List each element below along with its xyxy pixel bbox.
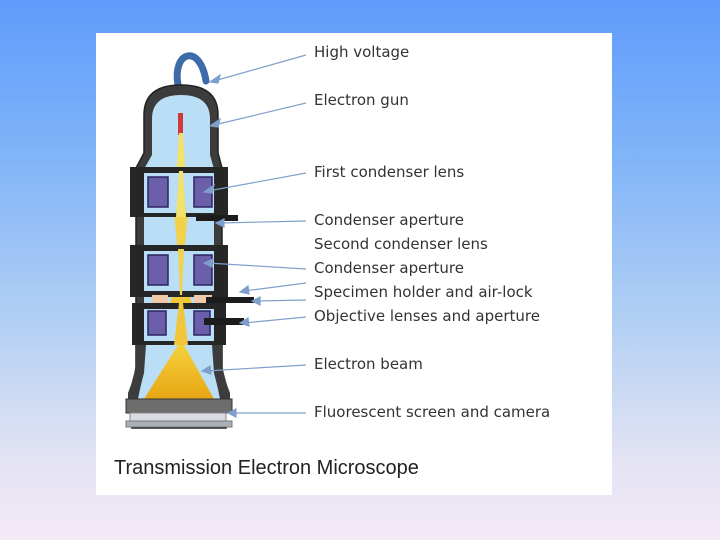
leader-lines	[200, 54, 307, 418]
objective-coil-left	[147, 310, 167, 336]
tem-illustration	[125, 52, 307, 429]
second-condenser-coil-right	[193, 254, 213, 286]
label-electron-beam: Electron beam	[314, 355, 423, 373]
projection-beam	[144, 345, 214, 399]
first-condenser-beam	[176, 171, 186, 217]
diagram-caption: Transmission Electron Microscope	[114, 457, 419, 479]
label-electron-gun: Electron gun	[314, 91, 409, 109]
camera-base	[125, 420, 233, 428]
specimen-airlock-right	[194, 295, 212, 303]
objective-beam	[174, 303, 188, 345]
objective-aperture-rod	[204, 318, 244, 325]
label-fluorescent-screen: Fluorescent screen and camera	[314, 403, 551, 421]
condenser-aperture-rod	[196, 215, 238, 221]
label-first-condenser-lens: First condenser lens	[314, 163, 465, 181]
electron-beam-crossover	[174, 213, 188, 273]
viewing-chamber	[125, 398, 233, 414]
label-high-voltage: High voltage	[314, 43, 410, 61]
specimen-holder-rod	[206, 297, 254, 303]
label-condenser-aperture-2: Condenser aperture	[314, 259, 464, 277]
label-condenser-aperture-1: Condenser aperture	[314, 211, 464, 229]
second-condenser-coil-left	[147, 254, 169, 286]
high-voltage-cable	[173, 52, 210, 89]
first-condenser-coil-left	[147, 176, 169, 208]
label-second-condenser-lens: Second condenser lens	[314, 235, 488, 253]
diagram-card: High voltage Electron gun First condense…	[96, 33, 612, 495]
second-condenser-beam	[178, 249, 184, 295]
label-objective-lenses: Objective lenses and aperture	[314, 307, 540, 325]
specimen-airlock-left	[152, 295, 168, 303]
label-specimen-holder: Specimen holder and air-lock	[314, 283, 533, 301]
fluorescent-screen	[129, 412, 227, 422]
electron-gun	[178, 113, 183, 135]
